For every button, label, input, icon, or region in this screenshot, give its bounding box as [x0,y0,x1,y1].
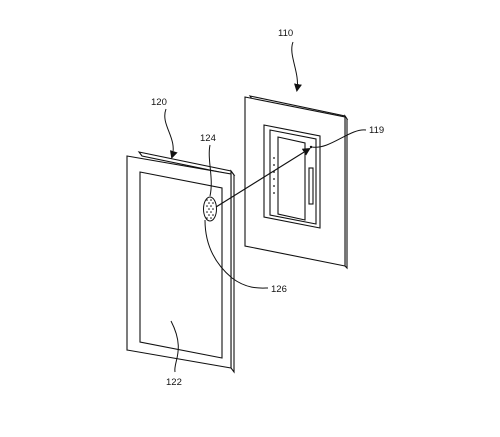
mobile-device [126,151,236,374]
switch-frame [269,129,317,225]
leader-110 [291,41,302,92]
label-124: 124 [200,133,216,144]
label-110: 110 [278,28,293,39]
switch-bezel [263,124,321,229]
sensor-pattern [206,199,214,219]
link-arrow [215,147,311,208]
leader-119 [311,129,367,148]
switch-display [277,136,306,221]
mobile-screen [139,171,223,359]
leader-120 [164,108,178,159]
label-119: 119 [369,125,384,136]
mobile-body [126,155,232,369]
leader-lines [164,41,367,373]
leader-126 [204,219,269,289]
sensor-area [203,196,217,222]
switch-slider [308,167,314,205]
label-122: 122 [166,377,182,388]
wall-plate [244,96,346,267]
leader-124 [208,144,212,197]
label-126: 126 [271,284,287,295]
wall-device [244,95,349,270]
label-120: 120 [151,97,167,108]
leader-122 [170,320,179,373]
indicator-point [309,145,313,149]
